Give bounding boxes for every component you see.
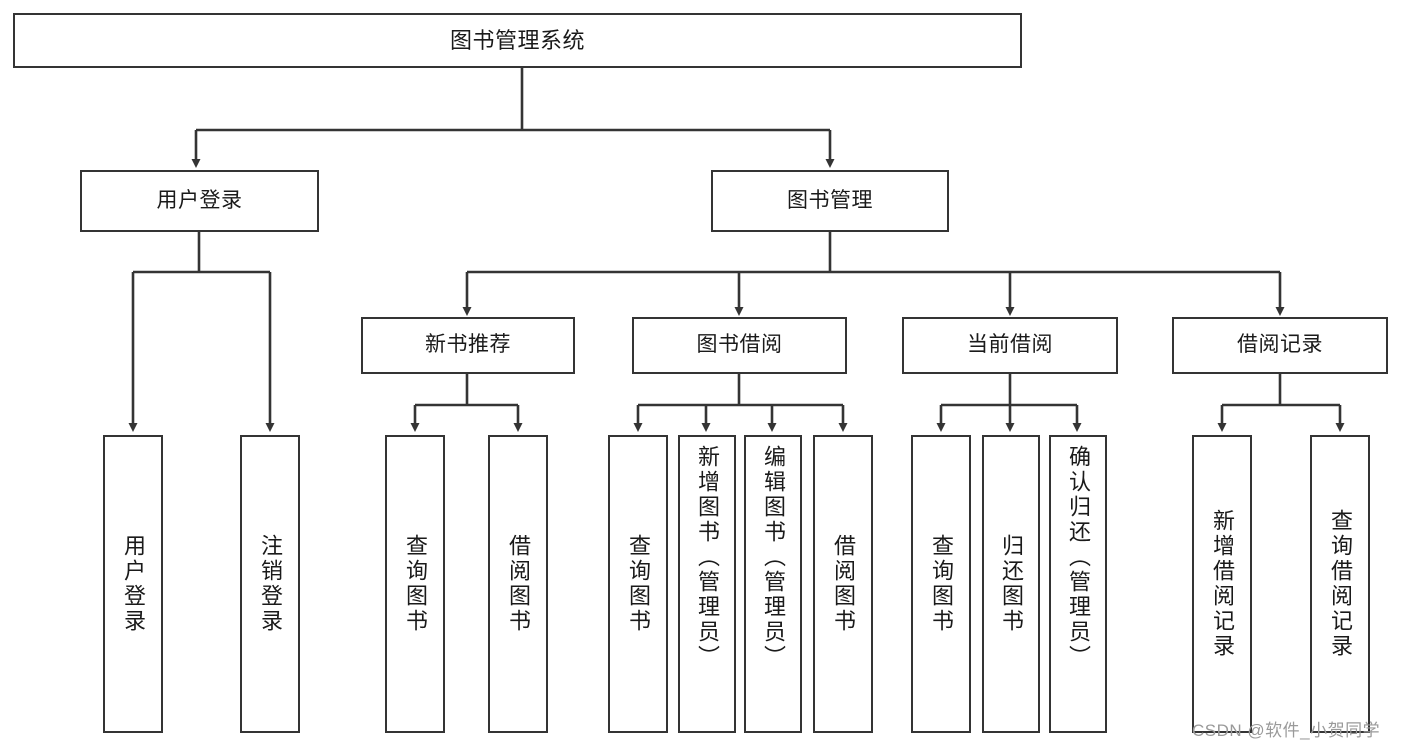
node-label: 当前借阅 [967, 333, 1053, 357]
node-label: 用户登录 [121, 534, 146, 634]
node-label: 借阅图书 [831, 534, 856, 634]
node-label: 新增借阅记录 [1210, 509, 1235, 659]
node-leaf-query-book-1[interactable]: 查询图书 [385, 435, 445, 733]
node-label: 图书借阅 [696, 333, 783, 357]
node-current-borrow[interactable]: 当前借阅 [902, 317, 1118, 374]
node-leaf-query-book-3[interactable]: 查询图书 [911, 435, 971, 733]
csdn-watermark: CSDN @软件_小贺同学 [1192, 721, 1381, 740]
node-borrow-record[interactable]: 借阅记录 [1172, 317, 1388, 374]
node-new-book-rec[interactable]: 新书推荐 [361, 317, 575, 374]
node-label: 借阅记录 [1237, 333, 1323, 357]
node-book-borrow[interactable]: 图书借阅 [632, 317, 847, 374]
node-leaf-query-record[interactable]: 查询借阅记录 [1310, 435, 1370, 733]
node-label: 查询图书 [929, 534, 954, 634]
node-leaf-user-login[interactable]: 用户登录 [103, 435, 163, 733]
node-leaf-return-book[interactable]: 归还图书 [982, 435, 1040, 733]
node-label: 图书管理 [787, 188, 873, 212]
node-book-manage[interactable]: 图书管理 [711, 170, 949, 232]
node-label: 归还图书 [999, 534, 1024, 634]
node-label: 查询图书 [626, 534, 651, 634]
node-leaf-add-record[interactable]: 新增借阅记录 [1192, 435, 1252, 733]
node-user-login[interactable]: 用户登录 [80, 170, 319, 232]
node-label: 确认归还（管理员） [1066, 445, 1091, 670]
node-leaf-borrow-book-2[interactable]: 借阅图书 [813, 435, 873, 733]
node-label: 查询图书 [403, 534, 428, 634]
node-label: 借阅图书 [506, 534, 531, 634]
node-root-system[interactable]: 图书管理系统 [13, 13, 1022, 68]
node-label: 查询借阅记录 [1328, 509, 1353, 659]
node-label: 用户登录 [156, 188, 243, 212]
node-label: 编辑图书（管理员） [761, 445, 786, 670]
node-label: 新增图书（管理员） [695, 445, 720, 670]
node-leaf-add-book[interactable]: 新增图书（管理员） [678, 435, 736, 733]
node-leaf-query-book-2[interactable]: 查询图书 [608, 435, 668, 733]
node-label: 新书推荐 [425, 333, 511, 357]
node-leaf-borrow-book-1[interactable]: 借阅图书 [488, 435, 548, 733]
node-leaf-edit-book[interactable]: 编辑图书（管理员） [744, 435, 802, 733]
node-label: 图书管理系统 [449, 27, 585, 53]
node-leaf-confirm-return[interactable]: 确认归还（管理员） [1049, 435, 1107, 733]
node-label: 注销登录 [258, 534, 283, 634]
node-leaf-logout[interactable]: 注销登录 [240, 435, 300, 733]
